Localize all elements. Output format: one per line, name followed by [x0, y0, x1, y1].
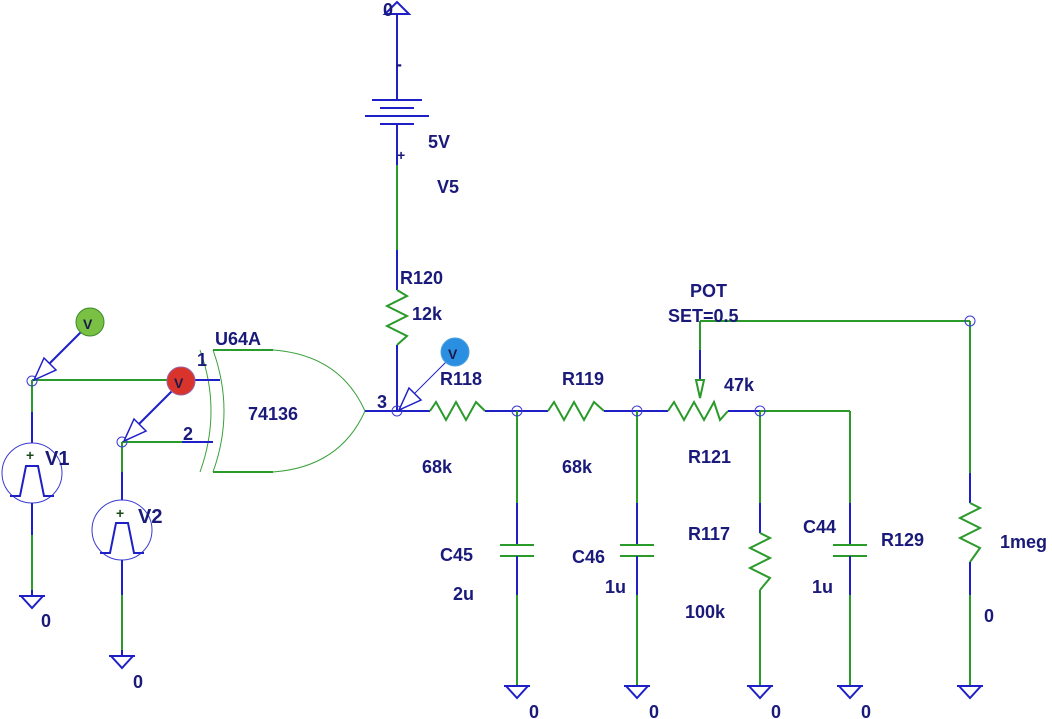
- probe-label: V: [448, 346, 458, 362]
- probe-label: V: [83, 316, 93, 332]
- ground-label: 0: [529, 702, 539, 719]
- c45-value: 2u: [453, 584, 474, 604]
- potentiometer-r121[interactable]: [667, 320, 970, 423]
- c46-value: 1u: [605, 577, 626, 597]
- resistor-r119[interactable]: [547, 399, 668, 423]
- v1-ref: V1: [45, 448, 69, 470]
- battery-v5[interactable]: [365, 0, 429, 250]
- r118-ref: R118: [440, 369, 482, 389]
- pot-type: POT: [690, 281, 727, 301]
- ground-label: 0: [984, 606, 994, 626]
- c44-ref: C44: [803, 517, 836, 537]
- probe-label: V: [174, 375, 184, 391]
- r121-value: 47k: [724, 375, 755, 395]
- battery-value: 5V: [428, 132, 450, 152]
- r117-ref: R117: [688, 524, 730, 544]
- capacitor-c46[interactable]: [620, 411, 654, 699]
- resistor-r118[interactable]: [397, 399, 548, 423]
- gate-part: 74136: [248, 404, 298, 424]
- c46-ref: C46: [572, 547, 605, 567]
- resistor-r129[interactable]: [956, 321, 984, 699]
- pulse-source-v1[interactable]: +: [1, 380, 63, 609]
- voltage-probe-green[interactable]: V: [32, 307, 105, 382]
- ground-label: 0: [383, 0, 393, 20]
- ground-label: 0: [41, 611, 51, 631]
- gate-pin3-label: 3: [377, 392, 387, 412]
- battery-minus-sign: -: [396, 54, 402, 74]
- r119-ref: R119: [562, 369, 604, 389]
- gate-pin2-label: 2: [183, 424, 193, 444]
- ground-label: 0: [649, 702, 659, 719]
- svg-text:+: +: [116, 505, 124, 521]
- r120-value: 12k: [412, 304, 443, 324]
- r119-value: 68k: [562, 457, 593, 477]
- capacitor-c45[interactable]: [500, 411, 534, 699]
- pot-set: SET=0.5: [668, 306, 739, 326]
- battery-ref: V5: [437, 177, 459, 197]
- junction-nodes: [26, 315, 976, 448]
- battery-plus-sign: +: [397, 147, 405, 163]
- gate-ref: U64A: [215, 329, 261, 349]
- voltage-probe-blue[interactable]: V: [397, 337, 470, 412]
- r117-value: 100k: [685, 602, 726, 622]
- r129-value: 1meg: [1000, 532, 1047, 552]
- r129-ref: R129: [881, 530, 924, 550]
- pulse-source-v2[interactable]: +: [91, 442, 153, 669]
- v2-ref: V2: [138, 506, 162, 528]
- svg-text:+: +: [26, 447, 34, 463]
- voltage-probe-red[interactable]: V: [122, 366, 196, 443]
- resistor-r120[interactable]: [384, 250, 410, 410]
- r121-ref: R121: [688, 447, 731, 467]
- r118-value: 68k: [422, 457, 453, 477]
- gate-pin1-label: 1: [197, 350, 207, 370]
- resistor-r117[interactable]: [746, 411, 774, 699]
- xor-gate-u64a[interactable]: [32, 349, 397, 473]
- c45-ref: C45: [440, 545, 473, 565]
- ground-label: 0: [861, 702, 871, 719]
- c44-value: 1u: [812, 577, 833, 597]
- capacitor-c44[interactable]: [833, 411, 867, 699]
- ground-label: 0: [771, 702, 781, 719]
- r120-ref: R120: [400, 268, 443, 288]
- ground-label: 0: [133, 672, 143, 692]
